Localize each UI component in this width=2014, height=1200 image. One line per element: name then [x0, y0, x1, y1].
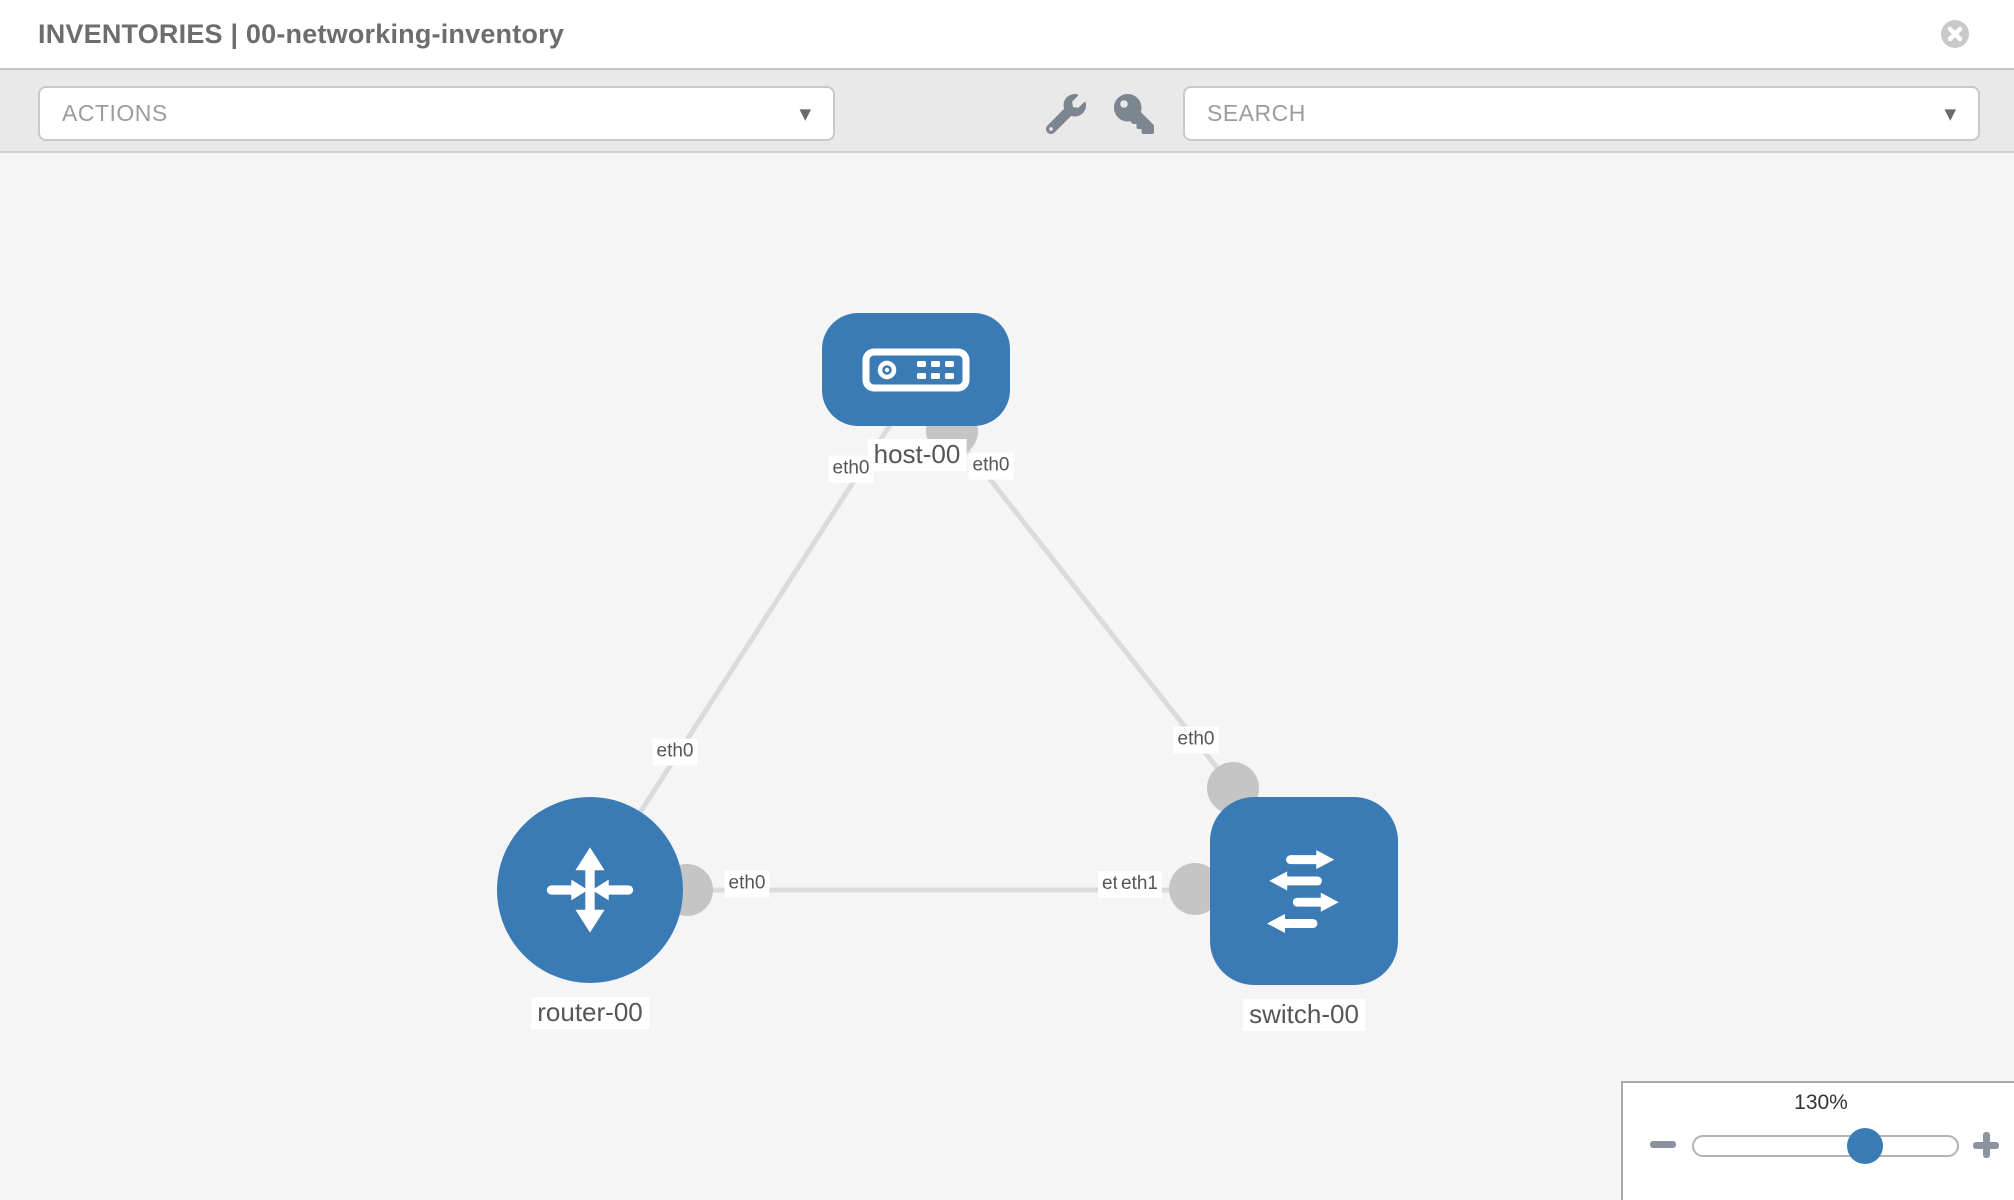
wrench-icon — [1046, 94, 1086, 134]
zoom-control-panel: 130% — [1621, 1081, 2014, 1200]
interface-label-router-right: eth0 — [724, 870, 770, 898]
zoom-out-button[interactable] — [1650, 1141, 1676, 1148]
interface-label-router-top: eth0 — [652, 738, 698, 766]
topology-links — [587, 423, 1304, 893]
credentials-button[interactable] — [1111, 91, 1157, 137]
zoom-slider-track[interactable] — [1692, 1135, 1959, 1157]
node-router-00[interactable] — [497, 797, 683, 983]
host-icon — [862, 348, 970, 391]
close-button[interactable] — [1940, 19, 1970, 49]
interface-label-host-right: eth0 — [968, 452, 1014, 480]
close-icon — [1941, 20, 1969, 48]
key-icon — [1114, 94, 1154, 134]
switch-icon — [1267, 850, 1339, 933]
node-switch-00[interactable] — [1210, 797, 1398, 985]
chevron-down-icon: ▼ — [1944, 104, 1956, 123]
search-dropdown[interactable]: SEARCH ▼ — [1183, 86, 1980, 141]
topology-canvas[interactable]: host-00 router-00 switch-00 eth0 eth0 et… — [0, 153, 2014, 1200]
page-title: INVENTORIES | 00-networking-inventory — [38, 18, 565, 49]
zoom-level-text: 130% — [1794, 1091, 1848, 1114]
interface-label-host-left: eth0 — [828, 455, 874, 483]
chevron-down-icon: ▼ — [799, 104, 811, 123]
interface-connectors — [661, 405, 1259, 916]
zoom-slider-knob[interactable] — [1847, 1128, 1883, 1164]
node-label-host: host-00 — [867, 439, 967, 471]
plus-icon — [1983, 1132, 1990, 1158]
toolbar: ACTIONS ▼ SEARCH ▼ — [0, 70, 2014, 153]
actions-dropdown[interactable]: ACTIONS ▼ — [38, 86, 835, 141]
configure-button[interactable] — [1043, 91, 1089, 137]
search-dropdown-label: SEARCH — [1207, 100, 1306, 126]
interface-label-switch-left-over: eth1 — [1117, 871, 1162, 898]
actions-dropdown-label: ACTIONS — [62, 100, 168, 126]
interface-label-switch-top: eth0 — [1173, 726, 1219, 754]
node-host-00[interactable] — [822, 313, 1010, 426]
node-label-switch: switch-00 — [1243, 999, 1365, 1031]
zoom-in-button[interactable] — [1973, 1132, 1999, 1158]
connector-switch-eth1 — [1169, 863, 1221, 915]
router-icon — [546, 847, 634, 933]
header: INVENTORIES | 00-networking-inventory — [0, 0, 2014, 70]
node-label-router: router-00 — [531, 997, 649, 1029]
